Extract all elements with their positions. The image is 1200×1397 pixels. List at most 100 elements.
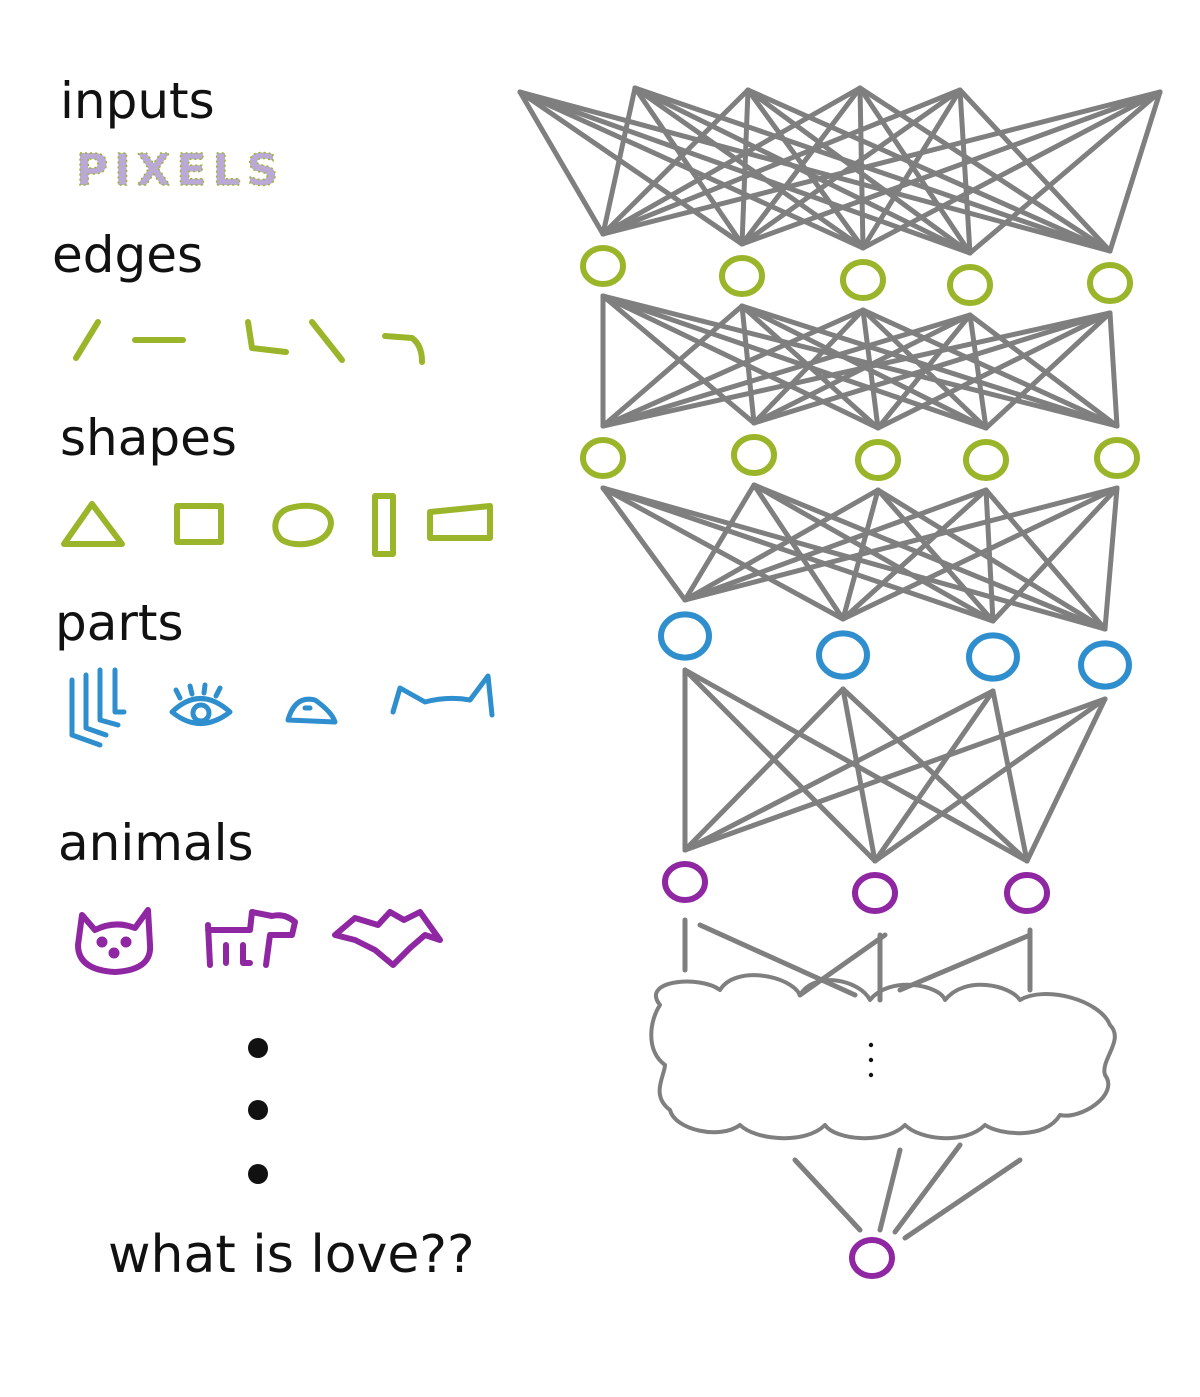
connection-line [860, 89, 1163, 251]
connection-line [745, 87, 866, 251]
connection-line [600, 87, 751, 237]
connection-line [990, 688, 1030, 864]
connection-line [872, 696, 1108, 864]
connection-line [983, 310, 1113, 431]
parts-node [816, 630, 870, 680]
shape-examples [61, 493, 493, 557]
connection-line [697, 922, 858, 998]
connection-line [860, 307, 1120, 429]
connection-line [875, 487, 996, 624]
tall-rectangle-icon [372, 493, 396, 557]
label-edges: edges [52, 226, 203, 284]
edge-diagonal-icon [73, 319, 101, 361]
connection-line [892, 1142, 963, 1235]
connection-line [682, 487, 881, 603]
connection-line [739, 87, 751, 247]
connection-line [600, 87, 963, 237]
edge-backslash-icon [309, 319, 345, 363]
connection-line [751, 307, 866, 426]
animals-node [662, 861, 708, 903]
triangle-icon [61, 501, 125, 547]
connection-line [840, 485, 1120, 622]
cat-ears-icon [390, 673, 495, 718]
nose-icon [285, 696, 338, 725]
rounded-shape-icon [272, 502, 334, 548]
animal-examples [75, 907, 443, 975]
shapes-node [1094, 437, 1140, 479]
connection-line [600, 303, 745, 429]
label-shapes: shapes [60, 409, 237, 467]
parts-node [1078, 640, 1132, 690]
connection-line [682, 485, 1120, 603]
edges-node [1087, 262, 1133, 304]
connection-line [797, 932, 888, 998]
connection-line [600, 89, 1163, 237]
parts-node [966, 632, 1020, 682]
connection-line [983, 487, 996, 624]
hidden-layers-cloud [649, 973, 1117, 1141]
animals-node [852, 872, 898, 914]
connection-line [632, 85, 866, 251]
connection-line [751, 310, 1113, 426]
connection-line [1107, 89, 1163, 254]
connection-line [517, 89, 606, 237]
label-parts: parts [55, 594, 184, 652]
connection-line [632, 85, 973, 256]
pixels-label: PIXELS [75, 144, 284, 197]
bat-icon [332, 909, 443, 968]
connection-line [600, 312, 973, 429]
shapes-node [855, 439, 901, 481]
connection-line [751, 482, 1108, 632]
dog-icon [205, 909, 298, 968]
connection-line [682, 667, 878, 864]
edge-corner-icon [245, 319, 289, 355]
output-node [849, 1237, 895, 1279]
edge-examples [73, 319, 425, 365]
parts-node [658, 611, 712, 661]
network-connections [517, 85, 1163, 1241]
connection-line [632, 85, 1113, 254]
connection-line [967, 312, 989, 431]
connection-line [902, 1157, 1023, 1241]
connection-line [840, 487, 989, 622]
part-examples [69, 667, 495, 748]
ellipsis-dots [248, 1038, 268, 1184]
connection-line [739, 85, 863, 247]
connection-line [600, 310, 1113, 429]
connection-line [632, 85, 745, 247]
connection-line [967, 312, 1120, 429]
connection-line [860, 307, 881, 431]
shapes-node [963, 439, 1009, 481]
label-inputs: inputs [60, 72, 215, 130]
edges-node [840, 259, 886, 301]
connection-line [1102, 485, 1120, 632]
connection-line [682, 686, 846, 853]
edges-node [580, 245, 626, 287]
dot [248, 1164, 268, 1184]
connection-line [983, 487, 1108, 632]
label-animals: animals [58, 814, 254, 872]
connection-line [739, 303, 757, 426]
edges-node [947, 264, 993, 306]
connection-line [517, 89, 1113, 254]
animals-node [1004, 872, 1050, 914]
connection-line [877, 1147, 903, 1233]
connection-line [682, 487, 989, 603]
connection-line [857, 85, 973, 256]
connection-line [792, 1157, 863, 1233]
dot [248, 1038, 268, 1058]
connection-line [600, 293, 1120, 429]
connection-line [967, 89, 1163, 256]
connection-line [682, 482, 757, 603]
dot [248, 1100, 268, 1120]
shapes-node [731, 434, 777, 476]
connection-line [600, 485, 688, 603]
connection-line [840, 686, 878, 864]
hand-icon [69, 667, 127, 748]
connection-line [745, 87, 973, 256]
label-pixels: PIXELS [76, 145, 284, 196]
connection-line [875, 310, 1113, 431]
shapes-node [580, 437, 626, 479]
connection-line [682, 688, 996, 853]
